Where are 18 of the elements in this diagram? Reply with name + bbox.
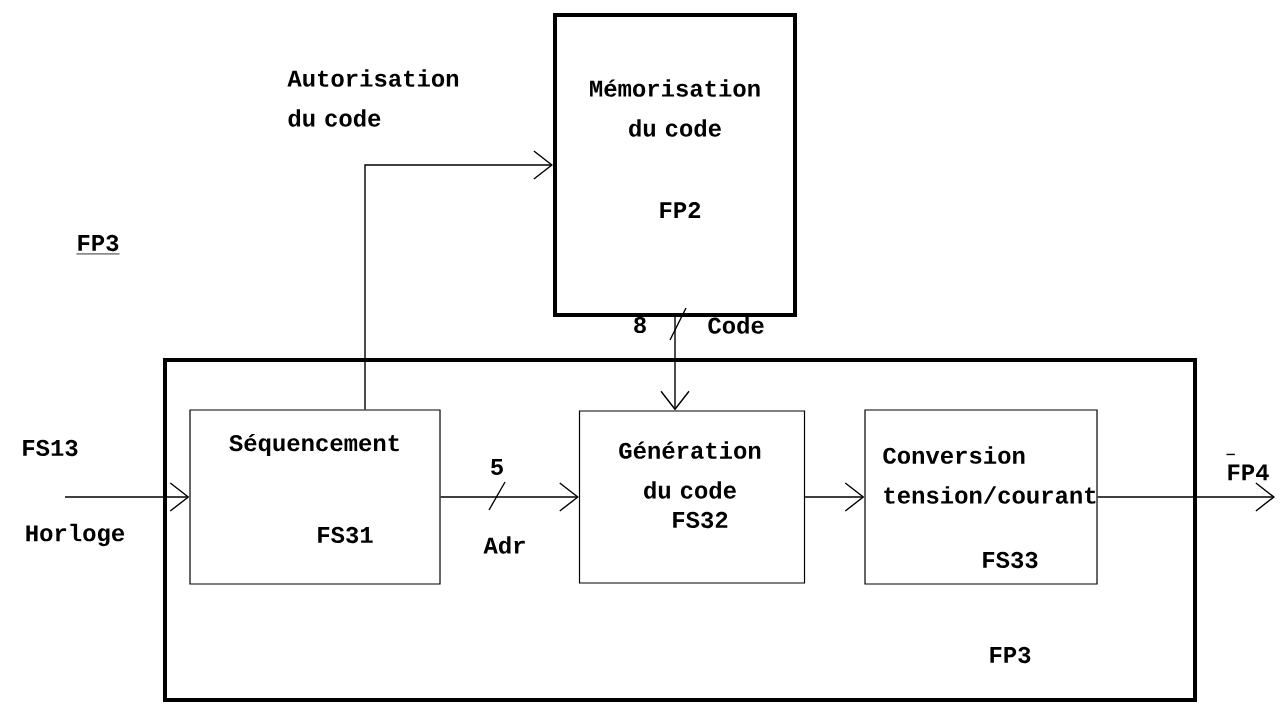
process-box: Génération du code FS32 [578, 410, 806, 584]
edge-label: Code [708, 316, 764, 334]
signal-label: Horloge [26, 523, 125, 547]
signal-label: 5 [491, 459, 503, 475]
edge-label: Autorisation du code [287, 69, 459, 127]
process-box: Séquencement FS31 [189, 409, 441, 585]
process-box: Conversion tension/courant FS33 [864, 409, 1098, 585]
arrow [660, 316, 690, 411]
arrow [804, 482, 865, 512]
edge-label: FS13 [23, 439, 78, 457]
arrow [64, 482, 190, 512]
arrow [1096, 482, 1276, 512]
edge-label: FP4 [1225, 453, 1269, 481]
arrow [439, 482, 579, 512]
arrow [364, 150, 553, 411]
edge-label: Adr [483, 536, 525, 554]
memory-block: Mémorisation du code FP2 [553, 13, 797, 317]
heading: FP3 [76, 234, 120, 255]
